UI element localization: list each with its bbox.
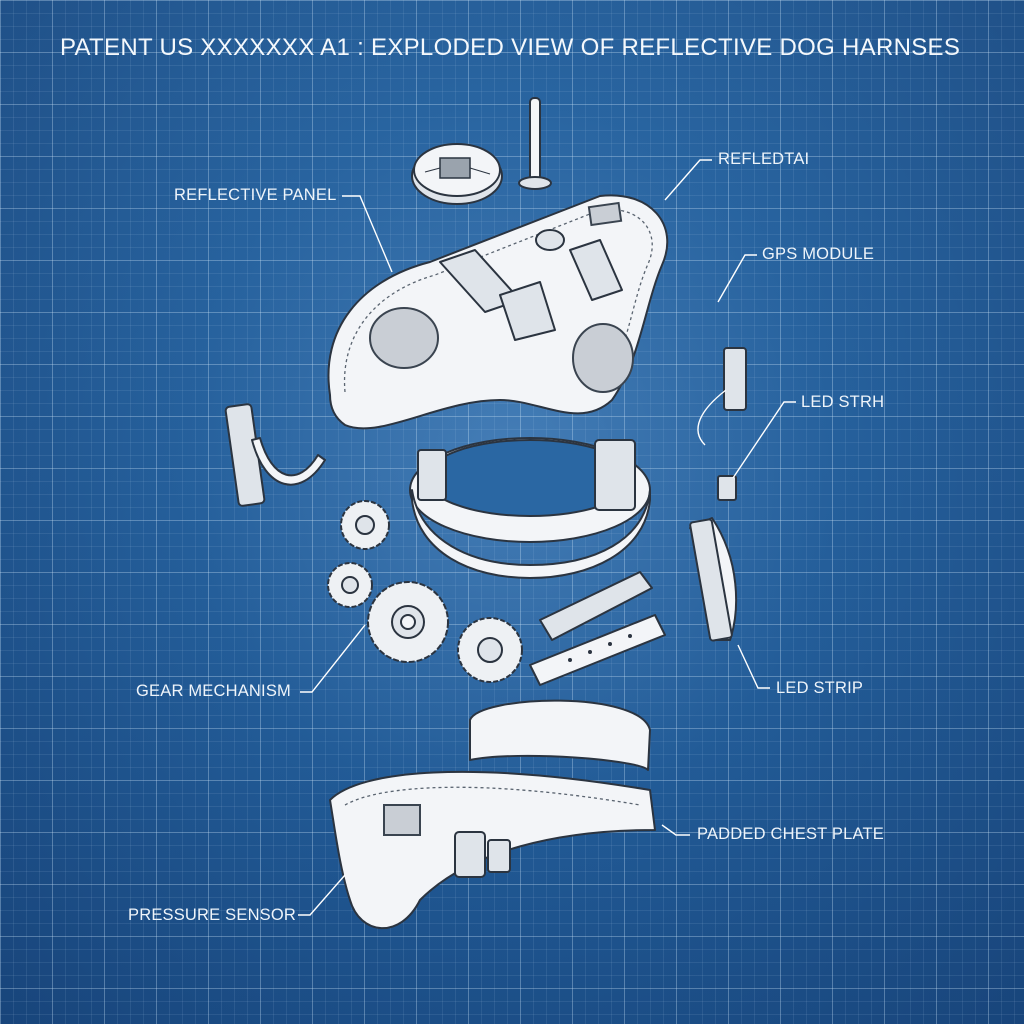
leader-gear-mechanism [300,624,366,693]
leader-pressure-sensor [298,874,346,916]
label-refledtai: REFLEDTAI [718,150,810,168]
label-led-strip: LED STRIP [776,679,864,697]
leader-padded-chest-plate [661,824,690,836]
label-reflective-panel: REFLECTIVE PANEL [174,186,337,204]
leader-led-strip [737,644,770,689]
leader-led-strh [732,401,796,479]
leader-reflective-panel [342,195,393,273]
leader-refledtai [664,159,712,201]
led-strip-parts [529,571,666,686]
label-gps-module: GPS MODULE [762,245,875,263]
right-strap-part [689,347,747,642]
chest-plate-part [329,699,656,930]
neck-ring-part [409,437,651,579]
diagram-title: PATENT US XXXXXXX A1 : EXPLODED VIEW OF … [60,34,961,61]
circuit-board-part [411,143,503,205]
gear-assembly-part [327,500,523,683]
antenna-part [518,97,552,190]
leader-gps-module [717,254,757,303]
left-strap-part [224,403,326,507]
label-gear-mechanism: GEAR MECHANISM [136,682,291,700]
vest-body-part [327,194,669,430]
label-padded-chest-plate: PADDED CHEST PLATE [697,825,884,843]
label-pressure-sensor: PRESSURE SENSOR [128,906,297,924]
label-led-strh: LED STRH [801,393,885,411]
